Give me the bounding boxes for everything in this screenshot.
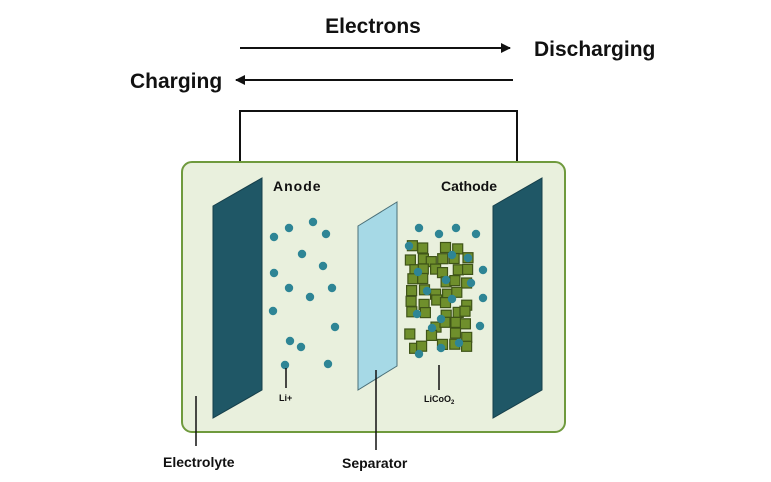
licoo2-particle: [405, 295, 417, 307]
cathode-label: Cathode: [441, 178, 497, 194]
cathode-lithium-ion: [441, 275, 451, 285]
cathode-electrode: [492, 177, 543, 419]
anode-lithium-ion: [323, 359, 333, 369]
cathode-lithium-ion: [447, 250, 457, 260]
anode-lithium-ion: [321, 229, 331, 239]
cathode-lithium-ion: [413, 267, 423, 277]
external-circuit-wire: [239, 110, 518, 195]
licoo2-particle: [449, 327, 462, 339]
cathode-lithium-ion: [436, 314, 446, 324]
cathode-lithium-ion: [466, 278, 476, 288]
anode-lithium-ion: [318, 261, 328, 271]
anode-lithium-ion: [269, 232, 279, 242]
cathode-lithium-ion: [422, 286, 432, 296]
cathode-lithium-ion: [414, 223, 424, 233]
cathode-lithium-ion: [478, 265, 488, 275]
licoo2-particle: [452, 264, 464, 276]
cathode-lithium-ions: [404, 223, 488, 359]
licoo2-particle: [439, 241, 452, 254]
anode-lithium-ion: [280, 360, 290, 370]
separator-label: Separator: [342, 455, 408, 471]
licoo2-particle: [461, 340, 473, 352]
licoo2-particle: [450, 316, 462, 328]
licoo2-particle: [406, 285, 418, 297]
anode-lithium-ion: [268, 306, 278, 316]
licoo2-particle: [449, 275, 461, 287]
anode-lithium-ion: [330, 322, 340, 332]
licoo2-particle: [462, 263, 474, 275]
licoo2-particle: [419, 307, 431, 319]
licoo2-particle: [451, 286, 463, 298]
anode-label: Anode: [273, 178, 322, 194]
anode-lithium-ion: [297, 249, 307, 259]
discharging-label: Discharging: [534, 38, 655, 61]
cathode-lithium-ion: [414, 349, 424, 359]
licoo2-particle: [459, 305, 471, 317]
cathode-lithium-ion: [427, 323, 437, 333]
licoo2-particle: [417, 272, 429, 285]
licoo2-particle: [404, 328, 416, 340]
anode-lithium-ion: [284, 223, 294, 233]
licoo2-particle: [437, 253, 449, 265]
licoo2-particle: [404, 254, 416, 266]
licoo2-label: LiCoO2: [424, 394, 455, 406]
anode-lithium-ion: [296, 342, 306, 352]
cathode-lithium-ion: [434, 229, 444, 239]
anode-lithium-ion: [284, 283, 294, 293]
anode-lithium-ions: [268, 217, 340, 370]
licoo2-label-main: LiCoO: [424, 394, 451, 404]
anode-lithium-ion: [285, 336, 295, 346]
cathode-lithium-ion: [436, 343, 446, 353]
licoo2-particle: [416, 340, 428, 352]
charging-label: Charging: [130, 70, 222, 93]
cathode-lithium-ion: [447, 294, 457, 304]
li-ion-label: Li+: [279, 393, 292, 403]
anode-lithium-ion: [269, 268, 279, 278]
cathode-lithium-ion: [478, 293, 488, 303]
cathode-lithium-ion: [475, 321, 485, 331]
anode-electrode: [212, 177, 263, 419]
cathode-lithium-ion: [454, 338, 464, 348]
electrolyte-label: Electrolyte: [163, 454, 235, 470]
cathode-lithium-ion: [404, 241, 414, 251]
electrons-label: Electrons: [325, 15, 421, 38]
cathode-lithium-ion: [471, 229, 481, 239]
licoo2-particle: [417, 242, 429, 254]
licoo2-particle: [459, 318, 471, 330]
cathode-lithium-ion: [463, 253, 473, 263]
anode-lithium-ion: [327, 283, 337, 293]
licoo2-label-subscript: 2: [451, 400, 455, 406]
cathode-lithium-ion: [412, 309, 422, 319]
cathode-lithium-ion: [451, 223, 461, 233]
anode-lithium-ion: [305, 292, 315, 302]
anode-lithium-ion: [308, 217, 318, 227]
separator-membrane: [357, 201, 398, 391]
